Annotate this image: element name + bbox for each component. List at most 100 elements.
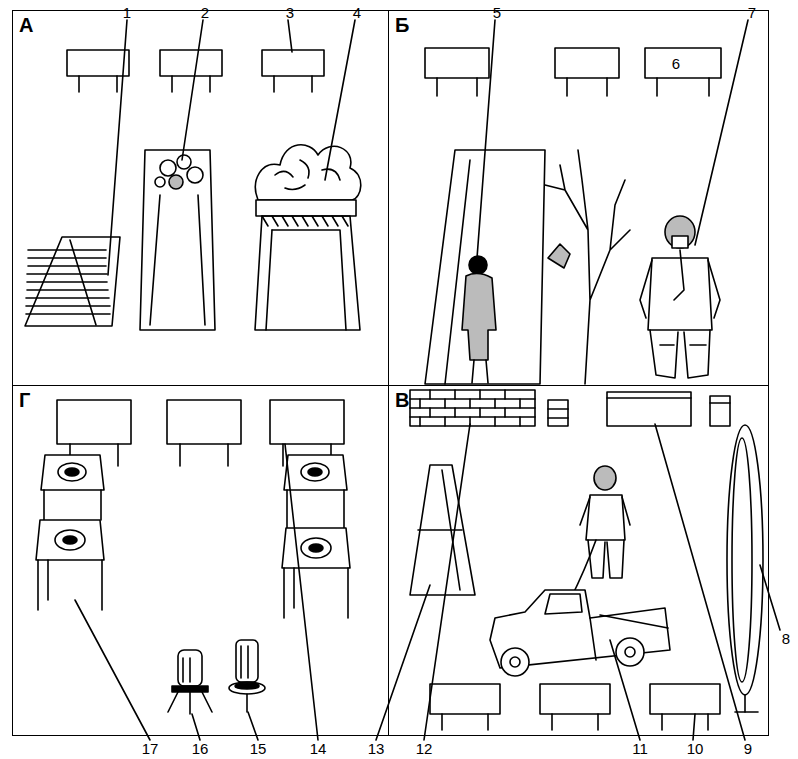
leader-line <box>655 424 745 740</box>
warning-sign <box>57 400 131 444</box>
leader-line <box>108 20 127 275</box>
panel-obstacle <box>410 465 475 595</box>
callout-number: 3 <box>286 4 294 21</box>
warning-sign <box>67 50 129 76</box>
panel-letter: Г <box>19 389 30 412</box>
vehicle <box>501 648 529 676</box>
trench <box>425 150 545 384</box>
warning-sign <box>262 50 324 76</box>
decontamination-table <box>282 528 350 568</box>
warning-sign <box>160 50 222 76</box>
rubble-platform <box>262 216 348 226</box>
leader-line <box>695 20 748 245</box>
signal-lamp <box>189 692 191 714</box>
rubble-platform <box>266 230 272 330</box>
warning-sign <box>661 714 663 730</box>
callout-number: 1 <box>123 4 131 21</box>
ramp-stairs <box>28 265 106 267</box>
pit-obstacle <box>150 195 160 325</box>
warning-sign <box>597 714 599 730</box>
signal-lamp <box>172 686 208 692</box>
protective-suit-figure <box>640 216 720 378</box>
signal-lamp <box>229 682 265 694</box>
callout-number: 8 <box>782 630 790 647</box>
ramp-stairs <box>25 237 120 326</box>
ramp-stairs <box>28 257 106 259</box>
disc-target <box>732 438 752 682</box>
signal-lamp <box>246 694 248 712</box>
vehicle <box>510 657 520 667</box>
warning-sign <box>708 78 710 96</box>
protective-suit-figure <box>570 466 630 600</box>
signal-lamp <box>189 658 191 682</box>
pit-obstacle <box>140 150 215 330</box>
trench <box>472 360 474 383</box>
callout-number: 16 <box>192 740 209 757</box>
tree <box>545 150 630 384</box>
protective-suit-figure <box>674 250 684 300</box>
warning-sign <box>656 78 658 96</box>
leader-line <box>285 444 318 740</box>
signal-lamp <box>202 692 212 712</box>
disc-target <box>727 425 763 712</box>
warning-sign <box>436 78 438 96</box>
trench <box>445 160 470 384</box>
warning-sign <box>425 48 489 78</box>
concrete-block <box>710 402 730 404</box>
leader-line <box>75 20 780 740</box>
brick-wall <box>410 407 535 409</box>
callout-number: 13 <box>368 740 385 757</box>
brick-wall <box>548 417 568 419</box>
decontamination-table <box>55 530 85 550</box>
brick-wall <box>548 400 568 426</box>
warning-sign <box>430 684 500 714</box>
vehicle <box>616 638 644 666</box>
pit-obstacle <box>160 160 176 176</box>
concrete-block <box>607 392 691 426</box>
warning-sign <box>487 714 489 730</box>
leader-line <box>693 714 695 740</box>
pit-obstacle <box>198 195 205 325</box>
ramp-stairs <box>27 273 107 275</box>
callout-number: 14 <box>310 740 327 757</box>
quadrant-panel: Г <box>12 385 389 736</box>
signal-lamp <box>240 646 242 678</box>
pit-obstacle <box>187 167 203 183</box>
panel-letter: А <box>19 14 33 37</box>
callout-number: 12 <box>416 740 433 757</box>
brick-wall <box>410 398 535 400</box>
callout-number: 7 <box>748 4 756 21</box>
decontamination-table <box>41 455 104 490</box>
leader-line <box>477 20 495 258</box>
concrete-block <box>607 397 691 399</box>
brick-wall <box>410 390 568 426</box>
decontamination-table <box>100 490 102 520</box>
quadrant-panel: В <box>388 385 769 736</box>
decontamination-table <box>43 490 45 520</box>
leader-line <box>192 714 200 740</box>
brick-wall <box>410 416 535 418</box>
rubble-platform <box>255 145 360 200</box>
protective-suit-figure <box>690 344 706 346</box>
protective-suit-figure <box>660 344 674 346</box>
callout-number: 10 <box>687 740 704 757</box>
warning-sign <box>476 78 478 96</box>
callout-number: 6 <box>672 55 680 72</box>
callout-number: 2 <box>201 4 209 21</box>
rubble-platform <box>255 216 360 330</box>
leader-line <box>325 20 355 180</box>
decontamination-table <box>284 455 347 490</box>
vehicle <box>545 594 582 614</box>
ramp-stairs <box>25 237 120 326</box>
protective-suit-figure <box>580 497 630 525</box>
decontamination-table <box>63 536 77 544</box>
ramp-stairs <box>27 289 108 291</box>
leader-line <box>288 20 292 52</box>
vehicle <box>625 647 635 657</box>
protective-suit-figure <box>672 236 688 248</box>
leader-line <box>424 424 470 740</box>
ramp-stairs <box>27 281 107 283</box>
warning-sign <box>282 444 284 466</box>
warning-sign <box>555 48 619 78</box>
